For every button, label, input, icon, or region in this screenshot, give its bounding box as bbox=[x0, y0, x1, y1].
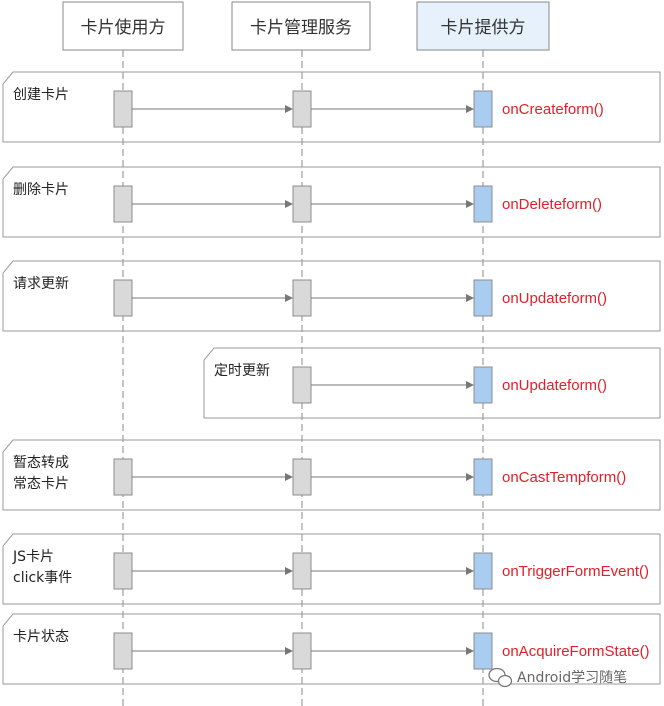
interaction-frame: 卡片状态 onAcquireFormState() bbox=[2, 613, 661, 685]
frame-label: 常态卡片 bbox=[13, 476, 69, 492]
activation-user bbox=[113, 552, 133, 590]
activation-user bbox=[113, 90, 133, 128]
frame-border bbox=[203, 347, 661, 419]
frame-label: 定时更新 bbox=[214, 363, 270, 379]
method-label: onTriggerFormEvent() bbox=[502, 563, 649, 580]
interaction-frame: JS卡片 click事件 onTriggerFormEvent() bbox=[2, 533, 661, 605]
activation-user bbox=[113, 632, 133, 670]
activation-provider bbox=[473, 632, 493, 670]
method-label: onCreateform() bbox=[502, 101, 604, 118]
frame-label: 创建卡片 bbox=[13, 87, 69, 103]
actor-box bbox=[231, 1, 371, 51]
actor-box bbox=[416, 1, 550, 51]
method-label: onDeleteform() bbox=[502, 196, 602, 213]
frame-border bbox=[2, 613, 661, 685]
actor-label: 卡片管理服务 bbox=[250, 18, 352, 38]
frame-border bbox=[2, 439, 661, 511]
activation-service bbox=[292, 458, 312, 496]
actor-box bbox=[62, 1, 184, 51]
method-label: onCastTempform() bbox=[502, 469, 626, 486]
interaction-frame: 创建卡片 onCreateform() bbox=[2, 71, 661, 143]
activation-user bbox=[113, 185, 133, 223]
actor-label: 卡片提供方 bbox=[441, 18, 526, 38]
frame-label: 暂态转成 bbox=[13, 455, 69, 471]
activation-provider bbox=[473, 366, 493, 404]
actor-user: 卡片使用方 bbox=[62, 1, 184, 51]
activation-service bbox=[292, 90, 312, 128]
frame-label: click事件 bbox=[13, 570, 72, 586]
frame-border bbox=[2, 533, 661, 605]
activation-provider bbox=[473, 552, 493, 590]
watermark: Android学习随笔 bbox=[488, 667, 627, 688]
method-label: onUpdateform() bbox=[502, 290, 607, 307]
method-label: onAcquireFormState() bbox=[502, 643, 650, 660]
frame-border bbox=[2, 71, 661, 143]
frame-label: JS卡片 bbox=[12, 549, 54, 565]
frame-border bbox=[2, 260, 661, 332]
wechat-icon bbox=[488, 667, 513, 688]
watermark-text: Android学习随笔 bbox=[517, 670, 627, 686]
activation-provider bbox=[473, 90, 493, 128]
frame-label: 卡片状态 bbox=[13, 629, 69, 645]
frame-label: 请求更新 bbox=[13, 276, 69, 292]
activation-user bbox=[113, 279, 133, 317]
actor-provider: 卡片提供方 bbox=[416, 1, 550, 51]
method-label: onUpdateform() bbox=[502, 377, 607, 394]
actor-label: 卡片使用方 bbox=[81, 17, 166, 38]
frame-label: 删除卡片 bbox=[13, 182, 69, 198]
activation-service bbox=[292, 632, 312, 670]
activation-provider bbox=[473, 279, 493, 317]
interaction-frame: 删除卡片 onDeleteform() bbox=[2, 166, 661, 238]
activation-provider bbox=[473, 458, 493, 496]
activation-service bbox=[292, 366, 312, 404]
interaction-frame: 定时更新 onUpdateform() bbox=[203, 347, 661, 419]
activation-user bbox=[113, 458, 133, 496]
activation-service bbox=[292, 279, 312, 317]
activation-provider bbox=[473, 185, 493, 223]
actor-service: 卡片管理服务 bbox=[231, 1, 371, 51]
activation-service bbox=[292, 185, 312, 223]
interaction-frame: 请求更新 onUpdateform() bbox=[2, 260, 661, 332]
activation-service bbox=[292, 552, 312, 590]
frame-border bbox=[2, 166, 661, 238]
